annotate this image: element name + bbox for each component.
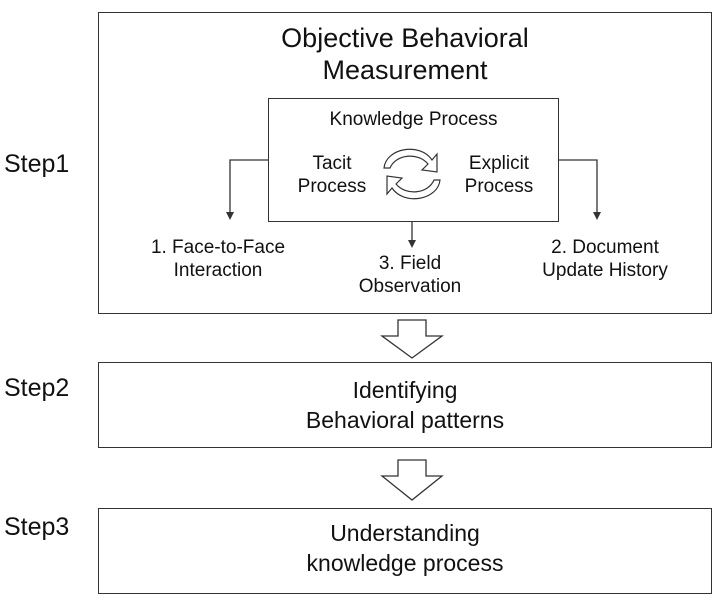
- step3-label: Step3: [4, 513, 70, 541]
- method1-line2: Interaction: [173, 260, 263, 281]
- step2-line2: Behavioral patterns: [305, 407, 505, 433]
- explicit-line1: Explicit: [468, 153, 530, 174]
- step3-box: [98, 508, 712, 594]
- connector-to-document-history: [559, 159, 601, 220]
- explicit-line2: Process: [464, 176, 534, 197]
- method3-line1: 3. Field: [378, 253, 442, 274]
- step2-label: Step2: [4, 374, 70, 402]
- step2-box: [98, 362, 712, 448]
- connector-to-face-to-face: [226, 159, 268, 220]
- tacit-line1: Tacit: [312, 153, 352, 174]
- step2-text: Identifying Behavioral patterns: [98, 375, 712, 435]
- step3-line1: Understanding: [330, 520, 480, 546]
- method-field-observation: 3. Field Observation: [320, 252, 500, 298]
- down-arrow-icon-step2-to-step3: [380, 459, 444, 501]
- step1-title-line2: Measurement: [322, 55, 488, 85]
- method1-line1: 1. Face-to-Face: [150, 237, 286, 258]
- step3-text: Understanding knowledge process: [98, 518, 712, 578]
- down-arrow-icon-step1-to-step2: [380, 319, 444, 359]
- method-face-to-face: 1. Face-to-Face Interaction: [118, 236, 318, 282]
- explicit-process-label: Explicit Process: [447, 152, 551, 198]
- step1-title-line1: Objective Behavioral: [281, 23, 529, 53]
- method3-line2: Observation: [358, 276, 462, 297]
- step2-line1: Identifying: [352, 377, 458, 403]
- tacit-line2: Process: [297, 176, 367, 197]
- knowledge-process-title: Knowledge Process: [329, 109, 498, 130]
- step1-box: [98, 12, 712, 314]
- step1-label: Step1: [4, 150, 70, 178]
- tacit-process-label: Tacit Process: [284, 152, 380, 198]
- cycle-arrows-icon: [383, 148, 441, 200]
- method2-line2: Update History: [542, 260, 668, 281]
- method2-line1: 2. Document: [551, 237, 659, 258]
- method-document-update-history: 2. Document Update History: [500, 236, 710, 282]
- step1-title: Objective Behavioral Measurement: [98, 22, 712, 86]
- knowledge-process-box: [268, 98, 559, 222]
- step3-line2: knowledge process: [306, 550, 504, 576]
